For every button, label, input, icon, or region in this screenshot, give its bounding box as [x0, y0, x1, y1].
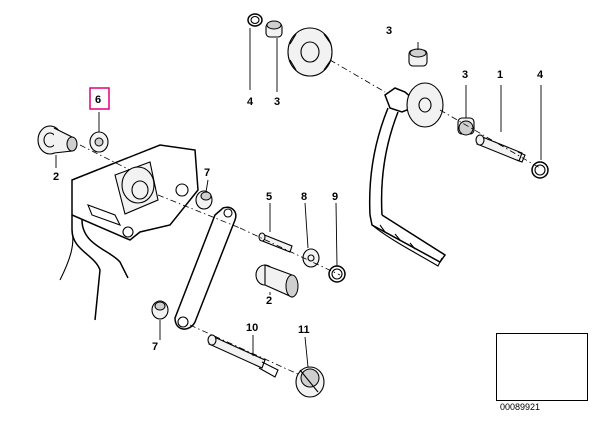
- callout-7: 7: [204, 167, 210, 179]
- inset-frame: [496, 333, 588, 401]
- callout-10: 10: [246, 322, 258, 334]
- callout-1: 1: [497, 69, 503, 81]
- bushing-left: [37, 125, 78, 155]
- end-cap: [295, 366, 325, 398]
- callout-11: 11: [298, 324, 310, 336]
- callout-2: 2: [266, 295, 272, 307]
- bushing-lower: [255, 264, 299, 298]
- pedal-arm: [368, 82, 447, 267]
- spring-hub: [287, 27, 333, 77]
- bushing-small: [89, 131, 109, 153]
- callout-7: 7: [152, 341, 158, 353]
- retaining-ring-right: [531, 161, 549, 179]
- callout-5: 5: [266, 191, 272, 203]
- bushing-7-lower: [151, 300, 169, 320]
- callout-3: 3: [462, 69, 468, 81]
- callout-9: 9: [332, 191, 338, 203]
- callout-3: 3: [274, 96, 280, 108]
- threaded-pin: [207, 334, 279, 378]
- bushing-right-top: [408, 48, 428, 67]
- pedal-bracket: [59, 144, 199, 321]
- pivot-pin: [475, 134, 526, 163]
- bushing-pedal: [457, 117, 475, 136]
- reference-number: 00089921: [500, 402, 541, 412]
- callout-6: 6: [95, 94, 101, 106]
- callout-4: 4: [537, 69, 544, 81]
- callout-3: 3: [386, 25, 392, 37]
- link-pin: [258, 232, 293, 253]
- callout-8: 8: [301, 191, 307, 203]
- bushing-top: [265, 20, 283, 38]
- bushing-7-upper: [195, 190, 213, 210]
- circlip: [328, 265, 346, 283]
- callout-4: 4: [247, 96, 254, 108]
- link-plate: [174, 206, 237, 330]
- callout-6-highlight-box: [89, 87, 110, 110]
- callout-2: 2: [53, 171, 59, 183]
- retaining-ring-top: [247, 13, 263, 27]
